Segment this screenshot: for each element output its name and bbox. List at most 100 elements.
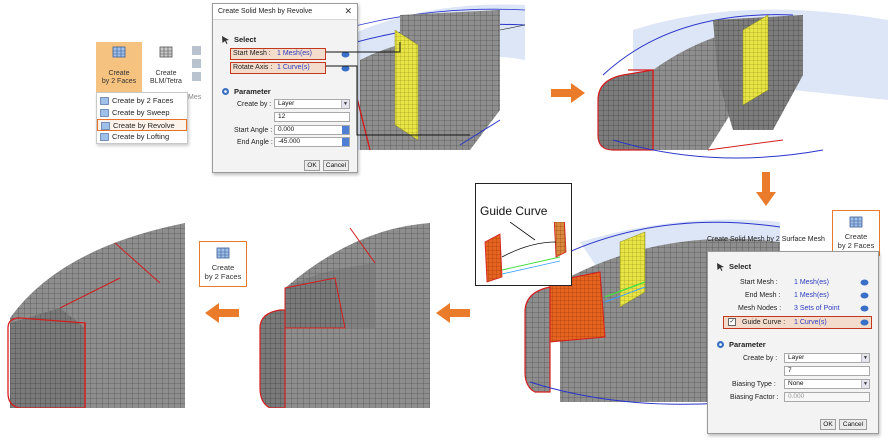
- start-mesh-label: Start Mesh :: [233, 50, 271, 57]
- arrow-left-icon: [205, 303, 239, 323]
- ribbon-blm-label: BLM/Tetra: [150, 78, 182, 85]
- guide-curve-value: 1 Curve(s): [794, 319, 827, 326]
- start-angle-value: 0.000: [278, 126, 295, 133]
- chevron-down-icon[interactable]: ▼: [861, 380, 869, 388]
- faces-dialog-title: Create Solid Mesh by 2 Surface Mesh: [707, 236, 825, 243]
- guide-curve-label: Guide Curve :: [742, 319, 786, 326]
- menu-item-label: Create by Sweep: [112, 108, 170, 117]
- create-by-value: Layer: [278, 100, 295, 107]
- chevron-down-icon[interactable]: ▼: [341, 100, 349, 108]
- spinner-icon[interactable]: [342, 126, 349, 134]
- create-2faces-button-small[interactable]: Create by 2 Faces: [199, 241, 247, 287]
- pick-curve-icon[interactable]: [860, 319, 869, 326]
- ribbon-create-blm[interactable]: Create BLM/Tetra: [144, 42, 188, 92]
- create-by-value: Layer: [788, 354, 805, 361]
- ribbon-create-2faces[interactable]: Create by 2 Faces: [96, 42, 142, 92]
- biasing-type-label: Biasing Type :: [732, 381, 776, 388]
- arrow-left-icon: [436, 303, 470, 323]
- pick-axis-icon[interactable]: [341, 65, 350, 72]
- end-angle-input[interactable]: -45.000: [274, 137, 350, 147]
- rotate-axis-value: 1 Curve(s): [277, 64, 310, 71]
- cancel-button[interactable]: Cancel: [323, 160, 349, 171]
- arrow-right-icon: [551, 83, 585, 103]
- arrow-down-icon: [756, 172, 776, 206]
- callout-lines: [326, 42, 470, 136]
- menu-item-revolve[interactable]: Create by Revolve: [97, 119, 187, 131]
- start-mesh-label: Start Mesh :: [740, 279, 778, 286]
- ribbon-faces-label: by 2 Faces: [101, 78, 137, 85]
- ok-button[interactable]: OK: [304, 160, 320, 171]
- biasing-type-value: None: [788, 380, 804, 387]
- mesh-nodes-value: 3 Sets of Point: [794, 305, 840, 312]
- start-mesh-value: 1 Mesh(es): [794, 279, 830, 286]
- faces-label: by 2 Faces: [204, 272, 242, 281]
- rotate-axis-row[interactable]: [230, 62, 326, 74]
- pick-mesh-icon[interactable]: [341, 51, 350, 58]
- side-icon-2[interactable]: [192, 59, 201, 68]
- pick-nodes-icon[interactable]: [860, 305, 869, 312]
- ribbon-panel: Create by 2 Faces Create BLM/Tetra Mes: [96, 42, 208, 101]
- create-by-select[interactable]: Layer ▼: [784, 353, 870, 363]
- gear-icon: [717, 341, 724, 348]
- cancel-button[interactable]: Cancel: [839, 419, 867, 430]
- sweep-icon: [100, 109, 109, 117]
- faces-dialog: Select Start Mesh : 1 Mesh(es) End Mesh …: [707, 251, 879, 434]
- start-mesh-value: 1 Mesh(es): [277, 50, 313, 57]
- select-section-label: Select: [729, 262, 752, 271]
- tetra-mesh-icon: [159, 46, 173, 58]
- parameter-section-label: Parameter: [234, 87, 271, 96]
- layer-count-input[interactable]: 12: [274, 112, 350, 122]
- pick-mesh-icon[interactable]: [860, 279, 869, 286]
- spinner-icon[interactable]: [342, 138, 349, 146]
- pick-mesh-icon[interactable]: [860, 292, 869, 299]
- ribbon-side-icons: [192, 46, 204, 86]
- layer-count-input[interactable]: 7: [784, 366, 870, 376]
- chevron-down-icon[interactable]: ▼: [861, 354, 869, 362]
- end-angle-value: -45.000: [278, 138, 301, 145]
- menu-item-sweep[interactable]: Create by Sweep: [97, 107, 187, 119]
- start-mesh-row[interactable]: [230, 48, 326, 60]
- solid-mesh-icon: [216, 247, 230, 259]
- menu-item-lofting[interactable]: Create by Lofting: [97, 131, 187, 143]
- select-section: Select: [716, 262, 751, 271]
- close-icon[interactable]: ✕: [344, 6, 352, 16]
- dialog-title: Create Solid Mesh by Revolve: [213, 4, 357, 20]
- mesh-nodes-label: Mesh Nodes :: [738, 305, 782, 312]
- mesh-view-revolved: [593, 0, 888, 165]
- guide-curve-row[interactable]: [723, 316, 872, 329]
- parameter-section: Parameter: [716, 340, 766, 349]
- guide-curve-illustration: [484, 222, 567, 283]
- ribbon-mes-fragment: Mes: [188, 94, 202, 101]
- faces-icon: [100, 97, 109, 105]
- ok-button[interactable]: OK: [820, 419, 836, 430]
- lofting-icon: [100, 133, 109, 141]
- create-label: Create: [844, 232, 868, 241]
- end-mesh-value: 1 Mesh(es): [794, 292, 830, 299]
- revolve-dialog: Create Solid Mesh by Revolve ✕ Select St…: [212, 3, 358, 173]
- biasing-type-select[interactable]: None ▼: [784, 379, 870, 389]
- select-section: Select: [221, 35, 256, 44]
- mesh-view-revolve: [300, 0, 525, 165]
- select-section-label: Select: [234, 35, 257, 44]
- guide-curve-checkbox[interactable]: ✓: [728, 318, 736, 326]
- create-2faces-button[interactable]: Create by 2 Faces: [832, 210, 880, 256]
- start-angle-input[interactable]: 0.000: [274, 125, 350, 135]
- biasing-factor-label: Biasing Factor :: [730, 394, 779, 401]
- side-icon-3[interactable]: [192, 72, 201, 81]
- mesh-view-result-1: [0, 218, 185, 408]
- solid-mesh-icon: [112, 46, 126, 58]
- select-arrow-icon: [717, 263, 724, 271]
- select-arrow-icon: [222, 36, 229, 44]
- menu-item-2faces[interactable]: Create by 2 Faces: [97, 95, 187, 107]
- menu-item-label: Create by Revolve: [113, 121, 175, 130]
- side-icon-1[interactable]: [192, 46, 201, 55]
- menu-item-label: Create by Lofting: [112, 132, 170, 141]
- create-by-select[interactable]: Layer ▼: [274, 99, 350, 109]
- faces-label: by 2 Faces: [837, 241, 875, 250]
- biasing-factor-input[interactable]: 0.000: [784, 392, 870, 402]
- create-label: Create: [211, 263, 235, 272]
- check-icon: ✓: [729, 319, 735, 325]
- menu-item-label: Create by 2 Faces: [112, 96, 174, 105]
- parameter-section-label: Parameter: [729, 340, 766, 349]
- rotate-axis-label: Rotate Axis :: [233, 64, 273, 71]
